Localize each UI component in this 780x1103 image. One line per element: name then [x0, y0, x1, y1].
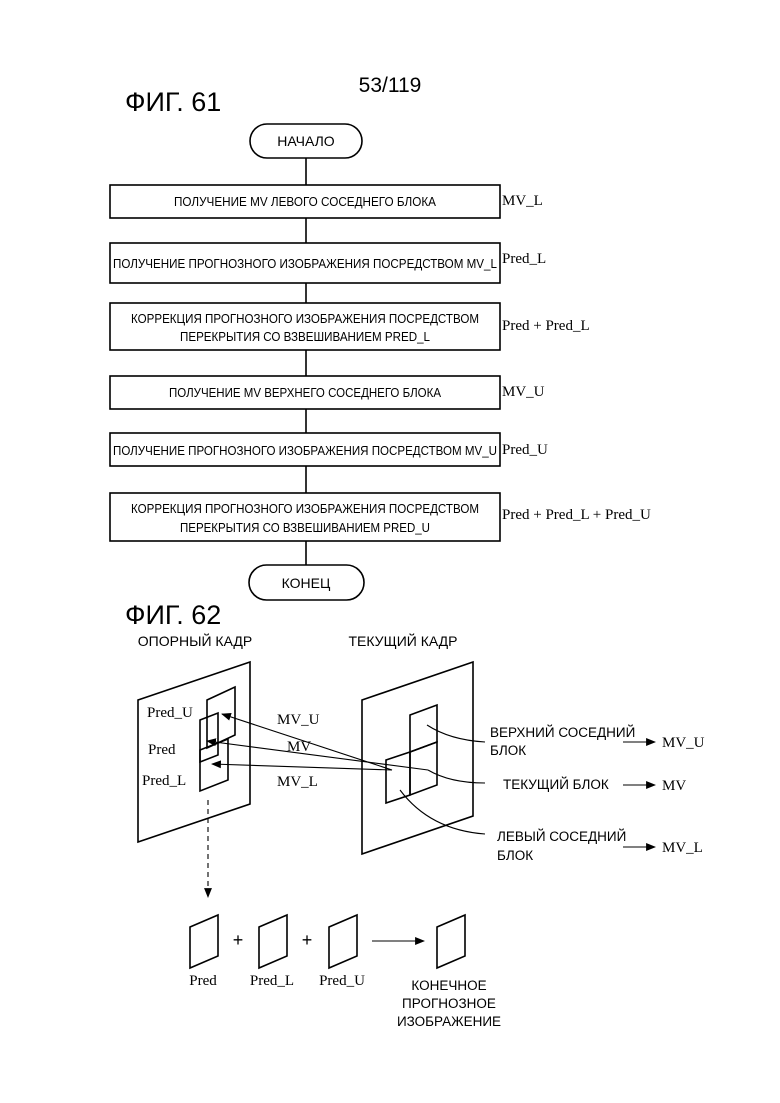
step-2-text: ПОЛУЧЕНИЕ ПРОГНОЗНОГО ИЗОБРАЖЕНИЯ ПОСРЕД… [113, 256, 497, 271]
step-6-output: Pred + Pred_L + Pred_U [502, 507, 651, 523]
step-4-text: ПОЛУЧЕНИЕ MV ВЕРХНЕГО СОСЕДНЕГО БЛОКА [169, 385, 441, 400]
plus-sign-1: + [233, 930, 244, 950]
mv-u-label: MV_U [277, 712, 320, 728]
start-label: НАЧАЛО [277, 133, 335, 149]
pred-block [200, 713, 218, 762]
step-1-output: MV_L [502, 193, 543, 209]
current-block-label: ТЕКУЩИЙ БЛОК [503, 777, 609, 792]
step-3-output: Pred + Pred_L [502, 318, 590, 334]
left-neighbor-block [386, 752, 410, 803]
step-4-output: MV_U [502, 384, 545, 400]
sum-term-pred-u-image [329, 915, 357, 968]
result-label-line3: ИЗОБРАЖЕНИЕ [397, 1014, 501, 1029]
sum-term-pred-u: Pred_U [319, 973, 365, 989]
pred-u-block [207, 687, 235, 748]
current-frame-label: ТЕКУЩИЙ КАДР [348, 632, 457, 649]
fig62-title: ФИГ. 62 [125, 600, 221, 630]
end-label: КОНЕЦ [282, 575, 331, 591]
step-3-text-line2: ПЕРЕКРЫТИЯ СО ВЗВЕШИВАНИЕМ PRED_L [180, 329, 430, 344]
mv-l-label: MV_L [277, 774, 318, 790]
pred-label: Pred [148, 742, 176, 758]
sum-term-pred-image [190, 915, 218, 968]
step-2-output: Pred_L [502, 251, 546, 267]
page-number: 53/119 [359, 74, 422, 97]
final-prediction-image [437, 915, 465, 968]
upper-block-mv: MV_U [662, 735, 705, 751]
sum-term-pred: Pred [189, 973, 217, 989]
left-block-mv: MV_L [662, 840, 703, 856]
result-label-line2: ПРОГНОЗНОЕ [402, 996, 496, 1011]
upper-block-label-line2: БЛОК [490, 743, 526, 758]
pred-l-block [200, 739, 228, 791]
left-block-label-line2: БЛОК [497, 848, 533, 863]
fig61-flowchart: НАЧАЛО ПОЛУЧЕНИЕ MV ЛЕВОГО СОСЕДНЕГО БЛО… [110, 124, 651, 600]
step-6-text-line1: КОРРЕКЦИЯ ПРОГНОЗНОГО ИЗОБРАЖЕНИЯ ПОСРЕД… [131, 501, 479, 516]
sum-term-pred-l: Pred_L [250, 973, 294, 989]
result-label-line1: КОНЕЧНОЕ [411, 978, 486, 993]
fig62-diagram: ОПОРНЫЙ КАДР ТЕКУЩИЙ КАДР Pred_U Pred Pr… [138, 632, 705, 1029]
reference-frame-label: ОПОРНЫЙ КАДР [138, 632, 252, 649]
plus-sign-2: + [302, 930, 313, 950]
step-5-output: Pred_U [502, 442, 548, 458]
left-block-label-line1: ЛЕВЫЙ СОСЕДНИЙ [497, 829, 626, 844]
step-5-text: ПОЛУЧЕНИЕ ПРОГНОЗНОГО ИЗОБРАЖЕНИЯ ПОСРЕД… [113, 443, 497, 458]
mv-label: MV [287, 739, 311, 755]
pred-l-label: Pred_L [142, 773, 186, 789]
current-frame [362, 662, 473, 854]
mv-l-arrow [212, 764, 392, 770]
step-6-text-line2: ПЕРЕКРЫТИЯ СО ВЗВЕШИВАНИЕМ PRED_U [180, 520, 430, 535]
upper-block-label-line1: ВЕРХНИЙ СОСЕДНИЙ [490, 725, 635, 740]
step-1-text: ПОЛУЧЕНИЕ MV ЛЕВОГО СОСЕДНЕГО БЛОКА [174, 194, 436, 209]
sum-term-pred-l-image [259, 915, 287, 968]
step-3-text-line1: КОРРЕКЦИЯ ПРОГНОЗНОГО ИЗОБРАЖЕНИЯ ПОСРЕД… [131, 311, 479, 326]
fig61-title: ФИГ. 61 [125, 87, 221, 117]
pred-u-label: Pred_U [147, 705, 193, 721]
current-block-mv: MV [662, 778, 686, 794]
